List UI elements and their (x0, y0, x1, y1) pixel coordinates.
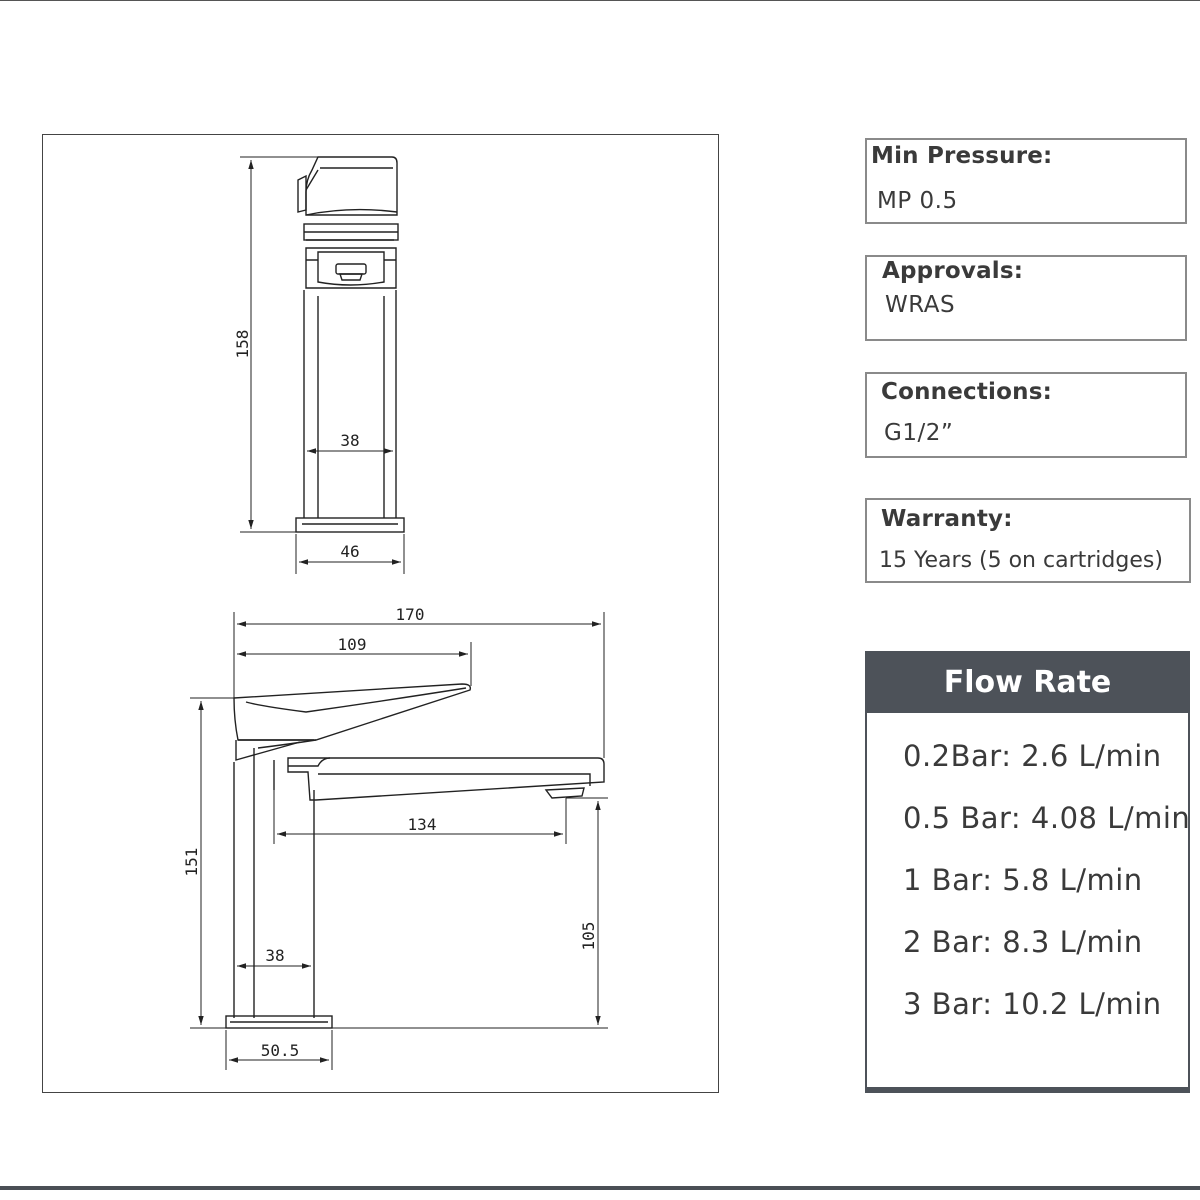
front-dimensions (240, 156, 405, 574)
front-base-width-label: 46 (340, 542, 359, 561)
approvals-box: Approvals: WRAS (865, 255, 1187, 341)
side-view (225, 683, 605, 1029)
bottom-rule (0, 1186, 1200, 1190)
warranty-box: Warranty: 15 Years (5 on cartridges) (865, 498, 1191, 583)
side-body-width-label: 38 (265, 946, 284, 965)
warranty-label: Warranty: (881, 506, 1013, 532)
min-pressure-value: MP 0.5 (877, 188, 958, 214)
connections-value: G1/2” (884, 420, 954, 446)
flow-rate-row: 0.2Bar: 2.6 L/min (903, 739, 1162, 773)
flow-rate-row: 2 Bar: 8.3 L/min (903, 925, 1143, 959)
side-base-width-label: 50.5 (261, 1041, 300, 1060)
flow-rate-row: 3 Bar: 10.2 L/min (903, 987, 1162, 1021)
flow-rate-row: 0.5 Bar: 4.08 L/min (903, 801, 1191, 835)
lever-length-label: 109 (338, 635, 367, 654)
min-pressure-label: Min Pressure: (871, 143, 1053, 169)
spout-reach-label: 134 (408, 815, 437, 834)
connections-label: Connections: (881, 379, 1053, 405)
front-view (295, 156, 405, 533)
spout-height-label: 105 (579, 922, 598, 951)
top-rule (0, 0, 1200, 1)
flow-rate-row: 1 Bar: 5.8 L/min (903, 863, 1143, 897)
approvals-value: WRAS (885, 292, 956, 318)
flow-rate-panel: Flow Rate 0.2Bar: 2.6 L/min 0.5 Bar: 4.0… (865, 651, 1190, 1093)
approvals-label: Approvals: (882, 258, 1024, 284)
front-height-label: 158 (233, 330, 252, 359)
front-body-width-label: 38 (340, 431, 359, 450)
drawing-frame (42, 134, 719, 1093)
warranty-value: 15 Years (5 on cartridges) (879, 548, 1163, 573)
min-pressure-box: Min Pressure: MP 0.5 (865, 138, 1187, 224)
overall-height-label: 151 (182, 848, 201, 877)
side-dimensions (190, 612, 608, 1070)
connections-box: Connections: G1/2” (865, 372, 1187, 458)
flow-rate-title: Flow Rate (867, 653, 1188, 713)
overall-length-label: 170 (396, 605, 425, 624)
